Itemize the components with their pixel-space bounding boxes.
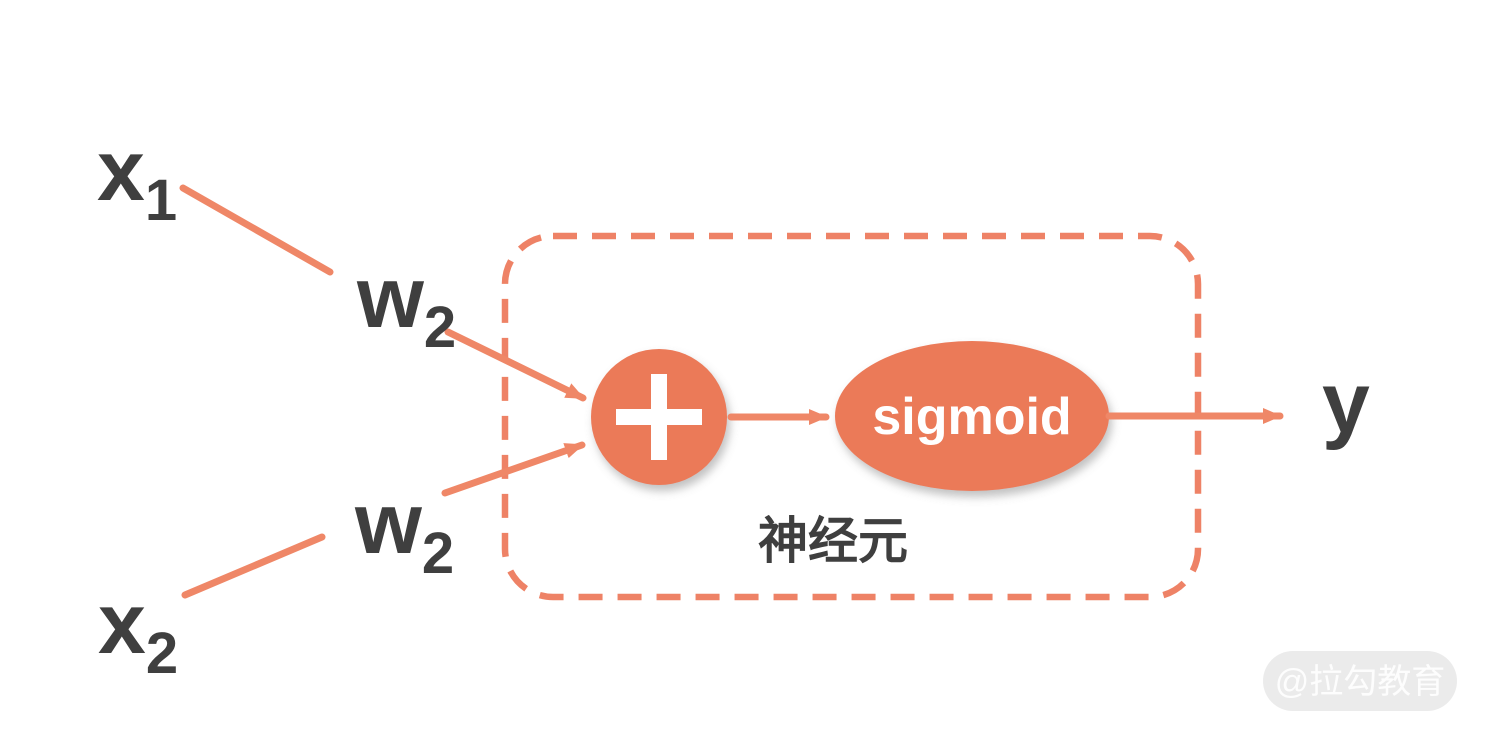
neuron-box-label: 神经元 <box>758 513 908 569</box>
activation-ellipse <box>835 341 1109 491</box>
weight1-label: w2 <box>356 250 456 360</box>
input-connections <box>179 184 587 599</box>
input2-arrow <box>441 441 586 497</box>
watermark: @拉勾教育 <box>1263 651 1457 711</box>
input2-line-segment <box>181 533 326 599</box>
output-label: y <box>1322 355 1370 451</box>
input2-label: x2 <box>98 576 178 686</box>
input1-label: x1 <box>97 123 177 233</box>
weight2-label: w2 <box>354 476 454 586</box>
input1-line-segment <box>179 184 334 276</box>
sum-node <box>591 349 727 485</box>
activation-label: sigmoid <box>872 388 1071 446</box>
watermark-pill <box>1263 651 1457 711</box>
watermark-label: @拉勾教育 <box>1275 663 1446 701</box>
activation-node: sigmoid <box>835 341 1109 491</box>
neuron-boundary-box <box>501 232 1202 601</box>
input1-arrow <box>444 328 587 402</box>
plus-icon <box>616 374 702 460</box>
